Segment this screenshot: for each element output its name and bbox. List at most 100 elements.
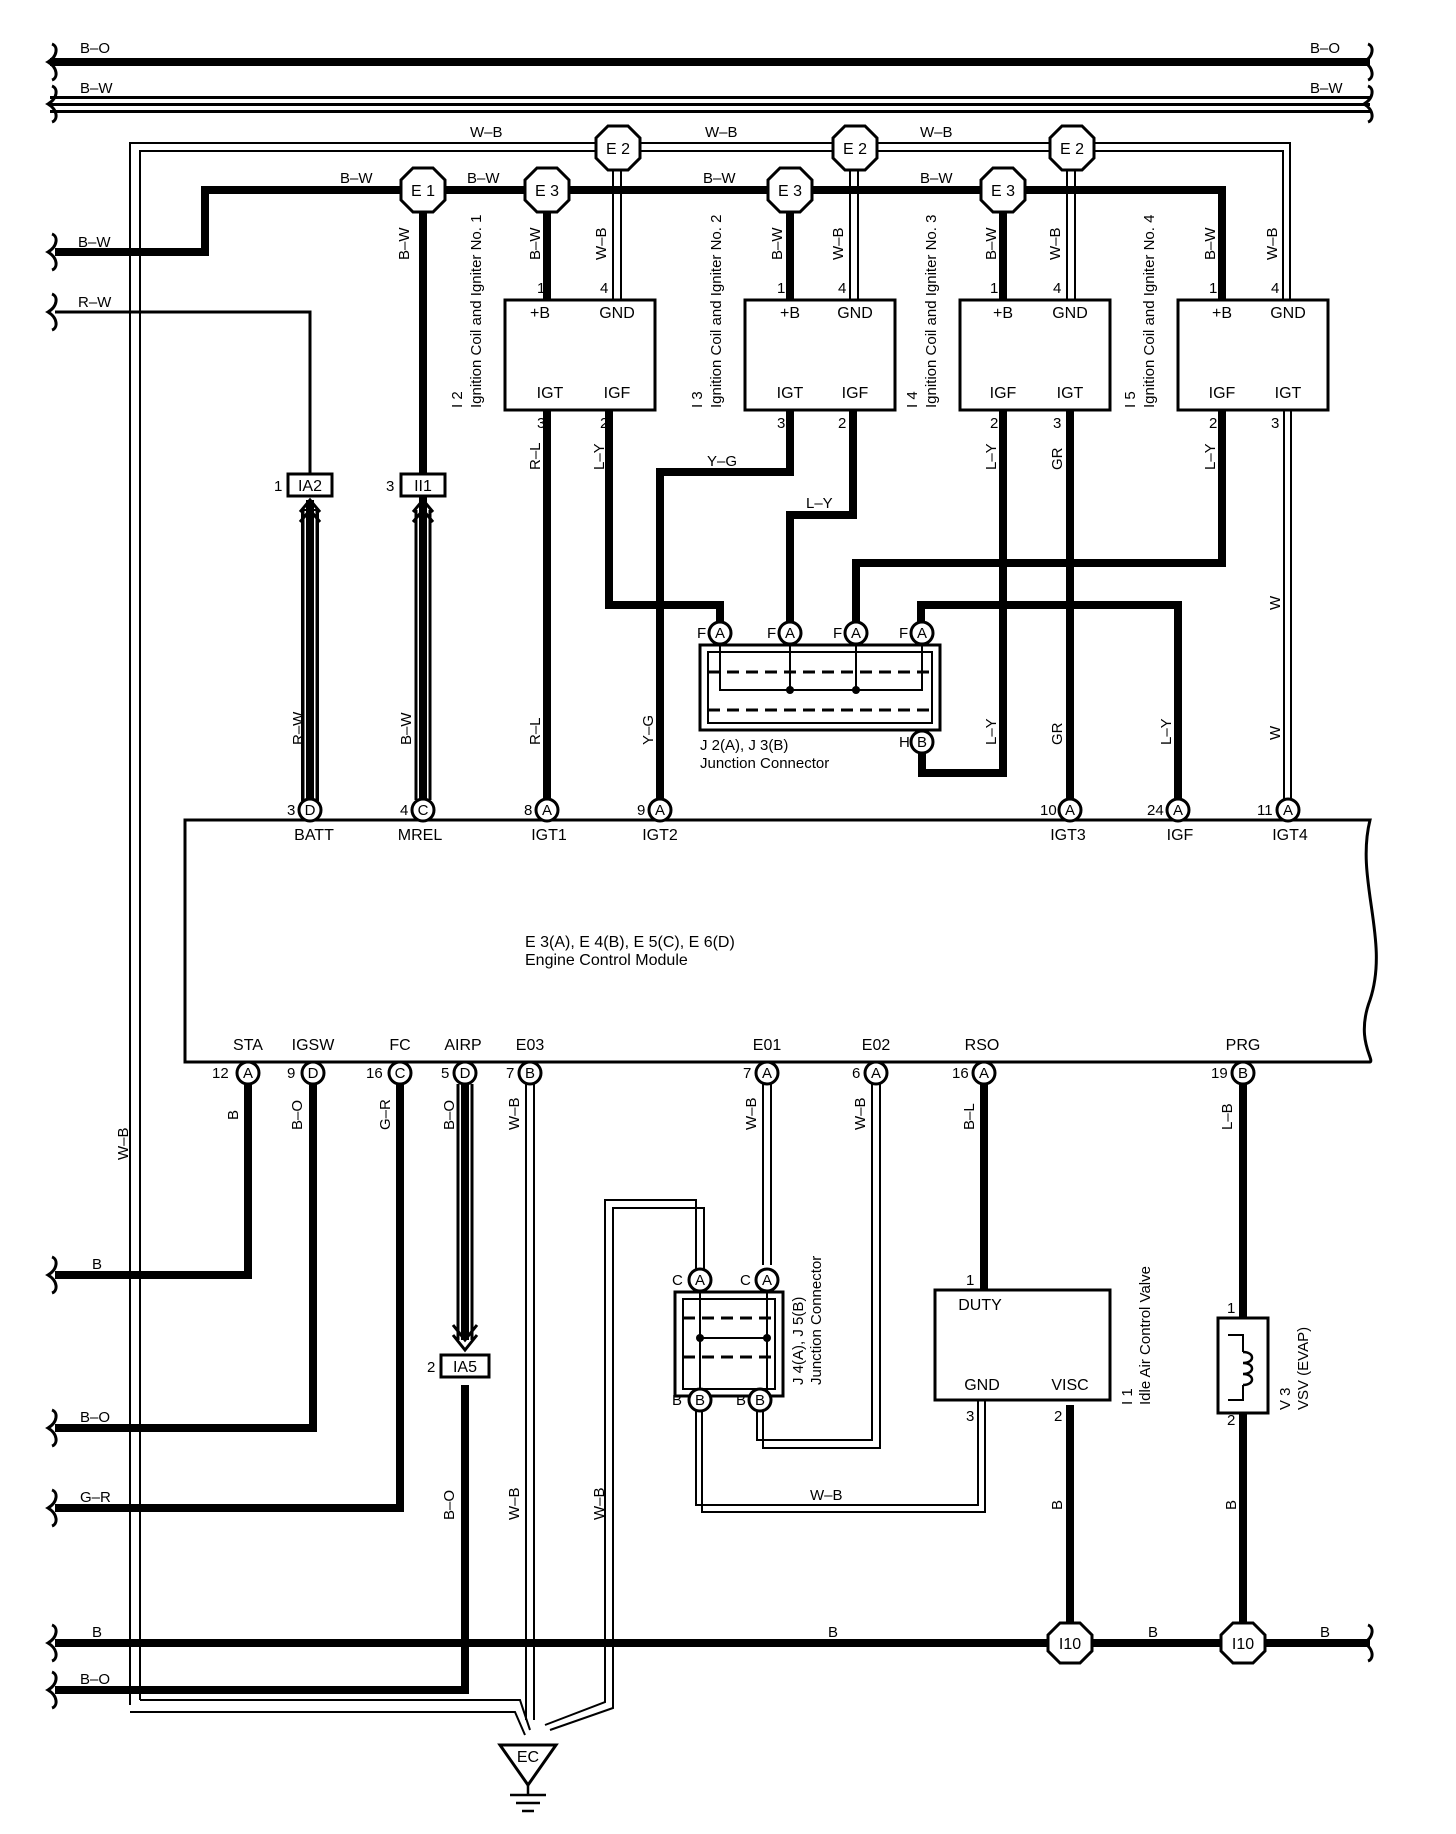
- svg-text:IGF: IGF: [1167, 827, 1194, 844]
- svg-text:+B: +B: [993, 305, 1013, 322]
- junction-connector-j4: AC AC BB BB J 4(A), J 5(B) Junction Conn…: [672, 1256, 825, 1413]
- svg-text:8: 8: [524, 802, 532, 819]
- svg-text:7: 7: [743, 1065, 751, 1082]
- svg-text:3: 3: [1271, 415, 1279, 432]
- svg-text:A: A: [1283, 802, 1293, 819]
- svg-text:A: A: [762, 1065, 772, 1082]
- wire-label: GR: [1049, 722, 1066, 745]
- wire-label: B–W: [527, 227, 544, 260]
- coil-3: +B GND IGF IGT 1 4 2 3 I 4 Ignition Coil…: [904, 215, 1112, 432]
- bus-label: G–R: [80, 1489, 111, 1506]
- ground-wires: [525, 1084, 986, 1731]
- wire-label: W–B: [920, 124, 953, 141]
- svg-text:II1: II1: [414, 478, 432, 495]
- bus-label: B–O: [80, 1409, 110, 1426]
- j4-pin-b1: BB: [672, 1387, 713, 1413]
- wire-label: B: [1049, 1500, 1066, 1510]
- svg-text:IGF: IGF: [1209, 385, 1236, 402]
- svg-text:+B: +B: [780, 305, 800, 322]
- wire-label: W–B: [506, 1487, 523, 1520]
- svg-text:+B: +B: [530, 305, 550, 322]
- svg-text:Ignition Coil and Igniter No.: Ignition Coil and Igniter No. 3: [923, 215, 940, 408]
- svg-text:V 3: V 3: [1277, 1387, 1294, 1410]
- wire-label: L–Y: [983, 718, 1000, 745]
- svg-text:3: 3: [386, 478, 394, 495]
- wire-label: B–W: [467, 170, 500, 187]
- svg-text:D: D: [308, 1065, 319, 1082]
- svg-text:A: A: [695, 1272, 705, 1289]
- wire-label: B: [225, 1110, 242, 1120]
- wire-label: R–L: [527, 442, 544, 470]
- wire-label: W–B: [810, 1487, 843, 1504]
- svg-text:F: F: [899, 625, 908, 642]
- svg-text:BATT: BATT: [294, 827, 334, 844]
- wire-label: W–B: [852, 1097, 869, 1130]
- svg-text:9: 9: [637, 802, 645, 819]
- svg-text:A: A: [655, 802, 665, 819]
- svg-text:3: 3: [777, 415, 785, 432]
- svg-text:F: F: [697, 625, 706, 642]
- wire-label: B: [1223, 1500, 1240, 1510]
- svg-text:2: 2: [838, 415, 846, 432]
- idle-air-control-valve: DUTY GND VISC 1 3 2 I 1 Idle Air Control…: [933, 1266, 1154, 1425]
- svg-text:B: B: [1238, 1065, 1248, 1082]
- svg-text:J 4(A), J 5(B): J 4(A), J 5(B): [790, 1297, 807, 1385]
- j2-pin-f1: AF: [697, 620, 733, 646]
- svg-text:4: 4: [838, 280, 846, 297]
- svg-text:GND: GND: [1270, 305, 1306, 322]
- svg-text:VISC: VISC: [1051, 1377, 1088, 1394]
- svg-text:4: 4: [600, 280, 608, 297]
- svg-text:IGF: IGF: [842, 385, 869, 402]
- wb-ground-loop: [129, 142, 1291, 1736]
- svg-text:1: 1: [1227, 1300, 1235, 1317]
- svg-text:A: A: [243, 1065, 253, 1082]
- svg-text:D: D: [460, 1065, 471, 1082]
- wire-label: W–B: [705, 124, 738, 141]
- wire-label: W–B: [830, 227, 847, 260]
- wire-label: B–W: [1202, 227, 1219, 260]
- wire-label: B–W: [340, 170, 373, 187]
- bus-label: B: [828, 1624, 838, 1641]
- svg-text:C: C: [395, 1065, 406, 1082]
- signal-wires: [543, 410, 1226, 800]
- svg-text:9: 9: [287, 1065, 295, 1082]
- svg-text:I 5: I 5: [1122, 391, 1139, 408]
- coil-2: +B GND IGT IGF 1 4 3 2 I 3 Ignition Coil…: [689, 215, 897, 432]
- bus-label: B–O: [80, 40, 110, 57]
- wire-label: W–B: [743, 1097, 760, 1130]
- coil-1: +B GND IGT IGF 1 4 3 2 I 2 Ignition Coil…: [449, 215, 657, 432]
- splice-e2-3: E 2: [1048, 124, 1096, 172]
- svg-text:2: 2: [990, 415, 998, 432]
- svg-text:E03: E03: [516, 1037, 545, 1054]
- svg-text:Junction Connector: Junction Connector: [700, 755, 829, 772]
- splice-e3-1: E 3: [523, 166, 571, 214]
- svg-text:16: 16: [366, 1065, 383, 1082]
- splice-e2-1: E 2: [594, 124, 642, 172]
- svg-text:I 1: I 1: [1119, 1388, 1136, 1405]
- splice-i10-1: I10: [1046, 1621, 1094, 1665]
- svg-text:GND: GND: [964, 1377, 1000, 1394]
- bottom-thick-wires: [55, 1084, 1370, 1694]
- svg-text:E 2: E 2: [606, 141, 630, 158]
- svg-text:1: 1: [966, 1272, 974, 1289]
- wire-label: B–O: [441, 1490, 458, 1520]
- svg-text:IGT1: IGT1: [531, 827, 567, 844]
- svg-text:1: 1: [537, 280, 545, 297]
- svg-text:B: B: [755, 1392, 765, 1409]
- wire-label: L–Y: [806, 495, 833, 512]
- svg-text:5: 5: [441, 1065, 449, 1082]
- wire-label: B–W: [983, 227, 1000, 260]
- wire-label: W–B: [1047, 227, 1064, 260]
- svg-text:PRG: PRG: [1226, 1037, 1261, 1054]
- svg-text:E 3: E 3: [535, 183, 559, 200]
- ecm-body: E 3(A), E 4(B), E 5(C), E 6(D) Engine Co…: [183, 818, 1378, 1064]
- ground-ec: EC: [497, 1743, 559, 1813]
- wire-label: W–B: [1264, 227, 1281, 260]
- svg-text:I 2: I 2: [449, 391, 466, 408]
- wire-label: B–L: [961, 1103, 978, 1130]
- bus-label: R–W: [78, 294, 112, 311]
- j4-pin-b2: BB: [736, 1387, 773, 1413]
